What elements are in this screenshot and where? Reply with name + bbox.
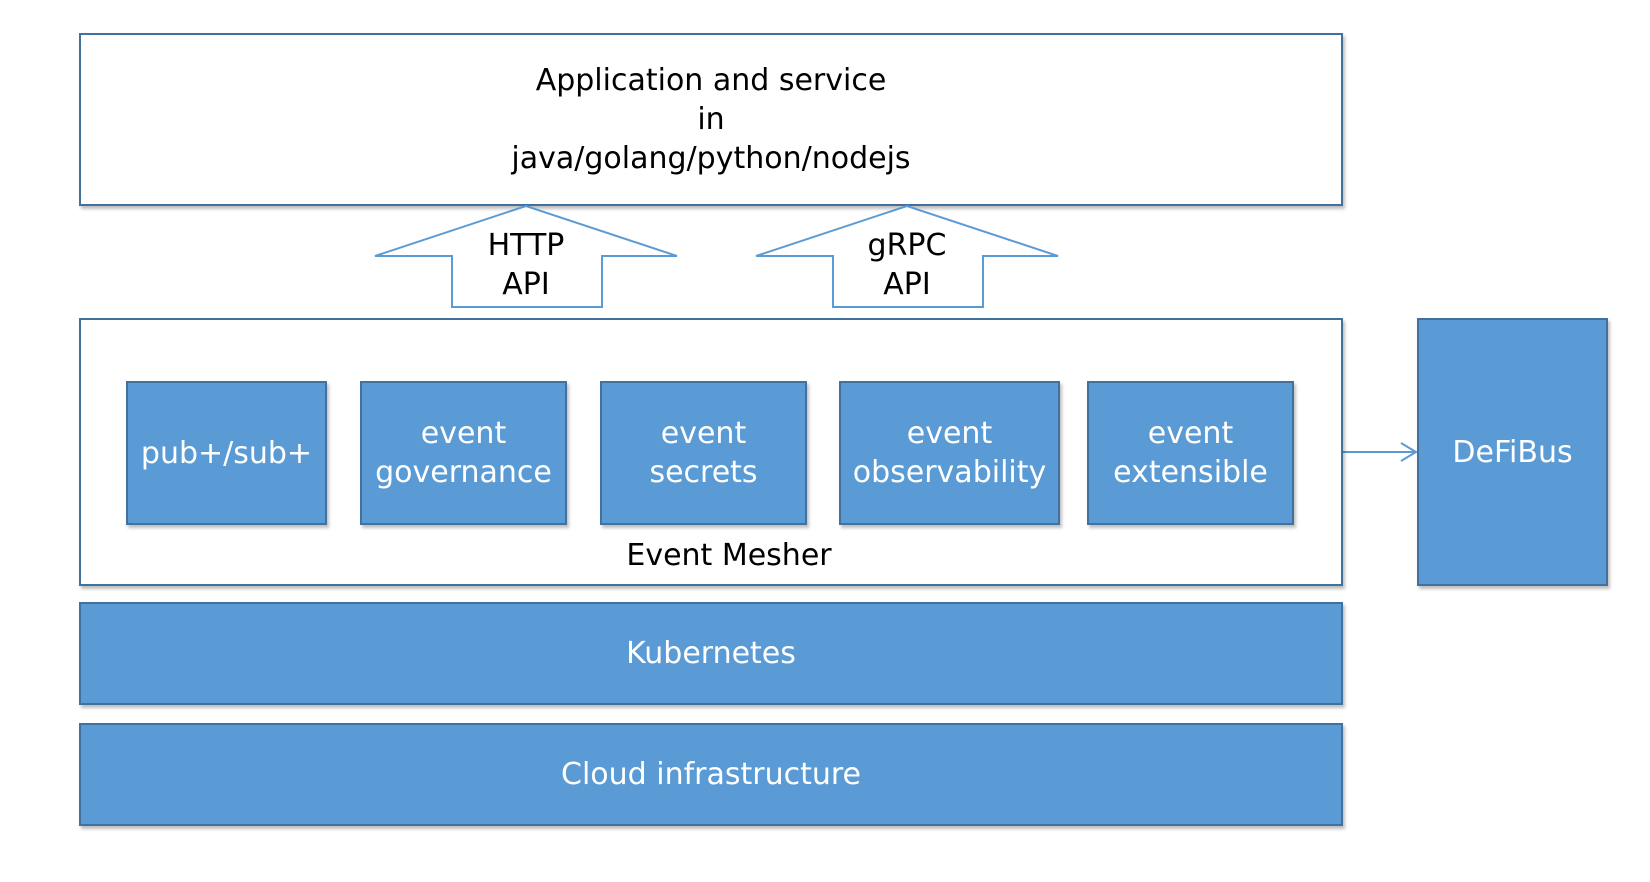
module-event-extensible: event extensible (1087, 381, 1294, 525)
http-api-label-line-2: API (502, 267, 550, 302)
cloud-infrastructure-layer: Cloud infrastructure (79, 723, 1343, 826)
cloud-infrastructure-label: Cloud infrastructure (561, 757, 861, 792)
grpc-api-label: gRPC API (837, 226, 977, 304)
kubernetes-label: Kubernetes (626, 636, 796, 671)
defibus-connector-arrowhead (1400, 442, 1418, 462)
module-event-extensible-line-1: event (1147, 416, 1234, 451)
module-event-observability-line-2: observability (852, 455, 1047, 490)
app-box-line-3: java/golang/python/nodejs (511, 141, 911, 176)
grpc-api-arrow (755, 204, 1059, 308)
event-mesher-label: Event Mesher (626, 538, 832, 573)
grpc-api-label-line-2: API (883, 267, 931, 302)
grpc-api-label-line-1: gRPC (867, 228, 947, 263)
application-service-box: Application and service in java/golang/p… (79, 33, 1343, 206)
module-event-governance: event governance (360, 381, 567, 525)
app-box-line-1: Application and service (535, 63, 887, 98)
http-api-label-line-1: HTTP (487, 228, 565, 263)
module-event-observability: event observability (839, 381, 1060, 525)
module-event-governance-line-1: event (420, 416, 507, 451)
app-box-line-2: in (697, 102, 725, 137)
module-event-secrets-line-2: secrets (649, 455, 758, 490)
module-event-governance-line-2: governance (375, 455, 552, 490)
module-event-secrets-line-1: event (660, 416, 747, 451)
http-api-label: HTTP API (456, 226, 596, 304)
defibus-label: DeFiBus (1452, 434, 1573, 470)
http-api-arrow (374, 204, 678, 308)
module-pub-sub-label: pub+/sub+ (140, 435, 313, 471)
kubernetes-layer: Kubernetes (79, 602, 1343, 705)
module-event-extensible-line-2: extensible (1113, 455, 1268, 490)
module-event-observability-line-1: event (906, 416, 993, 451)
defibus-box: DeFiBus (1417, 318, 1608, 586)
module-pub-sub: pub+/sub+ (126, 381, 327, 525)
module-event-secrets: event secrets (600, 381, 807, 525)
